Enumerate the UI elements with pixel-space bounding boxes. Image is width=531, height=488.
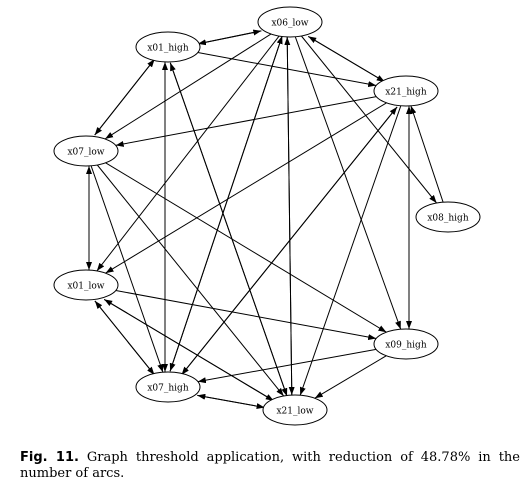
- node-x07_high: x07_high: [135, 371, 201, 403]
- edge-x21_low-to-x01_low: [103, 298, 274, 402]
- node-ellipse: [415, 201, 481, 233]
- nodes-layer: x06_low x01_high x21_high x07_low x08_high x0…: [53, 6, 481, 426]
- node-x07_low: x07_low: [53, 135, 119, 167]
- edge-x06_low-to-x07_low: [104, 33, 272, 140]
- node-x09_high: x09_high: [373, 328, 439, 360]
- node-label: x08_high: [427, 214, 468, 224]
- edge-x09_high-to-x07_high: [197, 348, 377, 384]
- edge-x21_low-to-x07_high: [197, 393, 265, 408]
- figure-caption-text: Graph threshold application, with reduct…: [20, 450, 520, 481]
- edges-layer: [86, 29, 444, 410]
- edge-x06_low-to-x09_high: [294, 36, 402, 330]
- node-label: x21_high: [385, 88, 426, 98]
- edge-x06_low-to-x08_high: [301, 35, 437, 204]
- edge-x08_high-to-x21_high: [410, 105, 444, 203]
- node-ellipse: [135, 371, 201, 403]
- node-label: x07_high: [147, 384, 188, 394]
- edge-x21_high-to-x07_low: [115, 96, 377, 147]
- figure-caption-label: Fig. 11.: [20, 450, 79, 465]
- edge-x07_low-to-x21_low: [96, 164, 285, 397]
- edge-x06_low-to-x01_low: [96, 35, 280, 272]
- edge-x07_low-to-x07_high: [90, 165, 164, 373]
- figure-caption: Fig. 11. Graph threshold application, wi…: [20, 450, 520, 482]
- node-x08_high: x08_high: [415, 201, 481, 233]
- edge-x07_high-to-x06_low: [169, 35, 283, 372]
- node-x01_high: x01_high: [135, 31, 201, 63]
- node-label: x09_high: [385, 341, 426, 351]
- node-x06_low: x06_low: [257, 6, 323, 38]
- node-ellipse: [373, 75, 439, 107]
- edge-x21_high-to-x06_low: [308, 35, 385, 83]
- node-x01_low: x01_low: [53, 269, 119, 301]
- edge-x07_high-to-x01_low: [94, 300, 155, 376]
- node-label: x06_low: [271, 19, 308, 29]
- edge-x07_low-to-x01_high: [94, 58, 155, 136]
- edge-x21_high-to-x01_low: [105, 102, 387, 274]
- node-label: x01_high: [147, 44, 188, 54]
- edge-x21_high-to-x21_low: [299, 105, 402, 396]
- node-ellipse: [373, 328, 439, 360]
- node-ellipse: [257, 6, 323, 38]
- node-ellipse: [53, 135, 119, 167]
- node-ellipse: [135, 31, 201, 63]
- edge-x01_low-to-x09_high: [115, 290, 377, 341]
- node-label: x01_low: [67, 282, 104, 292]
- node-ellipse: [262, 394, 328, 426]
- node-x21_low: x21_low: [262, 394, 328, 426]
- edge-x21_low-to-x01_high: [169, 62, 288, 397]
- edge-x07_low-to-x09_high: [105, 162, 387, 333]
- node-label: x21_low: [276, 407, 313, 417]
- edge-x01_high-to-x21_high: [197, 52, 377, 87]
- edge-x09_high-to-x21_low: [314, 355, 387, 399]
- node-ellipse: [53, 269, 119, 301]
- node-label: x07_low: [67, 148, 104, 158]
- edge-x21_low-to-x06_low: [284, 36, 293, 396]
- graph-diagram: x06_low x01_high x21_high x07_low x08_high x0…: [53, 6, 481, 426]
- edge-x06_low-to-x01_high: [197, 30, 262, 46]
- node-x21_high: x21_high: [373, 75, 439, 107]
